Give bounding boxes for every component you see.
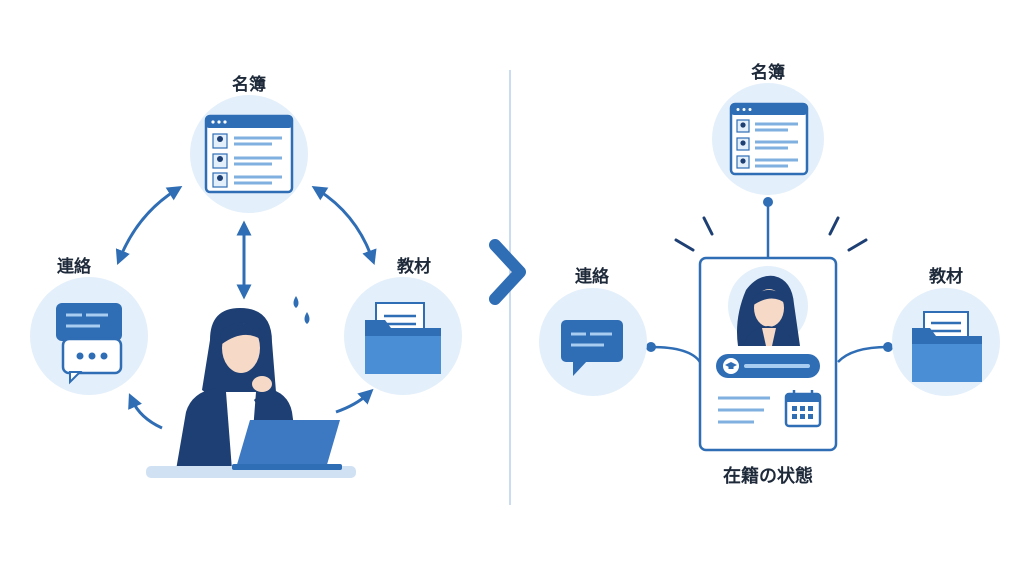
folder-icon [912, 311, 982, 382]
left-materials-label: 教材 [397, 257, 431, 277]
arrow-right-icon [489, 239, 526, 305]
right-contact-label: 連絡 [575, 267, 609, 287]
right-materials-node [892, 288, 1000, 396]
calendar-icon [784, 390, 822, 428]
worried-person-illustration [146, 296, 356, 478]
graduation-cap-icon [723, 358, 739, 374]
avatar [737, 275, 800, 346]
left-contact-label: 連絡 [57, 257, 91, 277]
left-contact-node [30, 277, 148, 395]
card-caption: 在籍の状態 [723, 466, 813, 487]
roster-icon [729, 102, 809, 176]
roster-icon [204, 114, 294, 194]
left-roster-label: 名簿 [232, 75, 266, 95]
chat-icon [56, 303, 123, 385]
chat-icon [561, 320, 623, 376]
folder-icon [365, 302, 441, 374]
right-materials-label: 教材 [929, 267, 963, 287]
right-roster-node [712, 83, 824, 195]
left-materials-node [344, 277, 462, 395]
left-roster-node [190, 95, 308, 213]
right-roster-label: 名簿 [751, 63, 785, 83]
enrollment-status-card [698, 256, 838, 452]
right-contact-node [539, 288, 647, 396]
